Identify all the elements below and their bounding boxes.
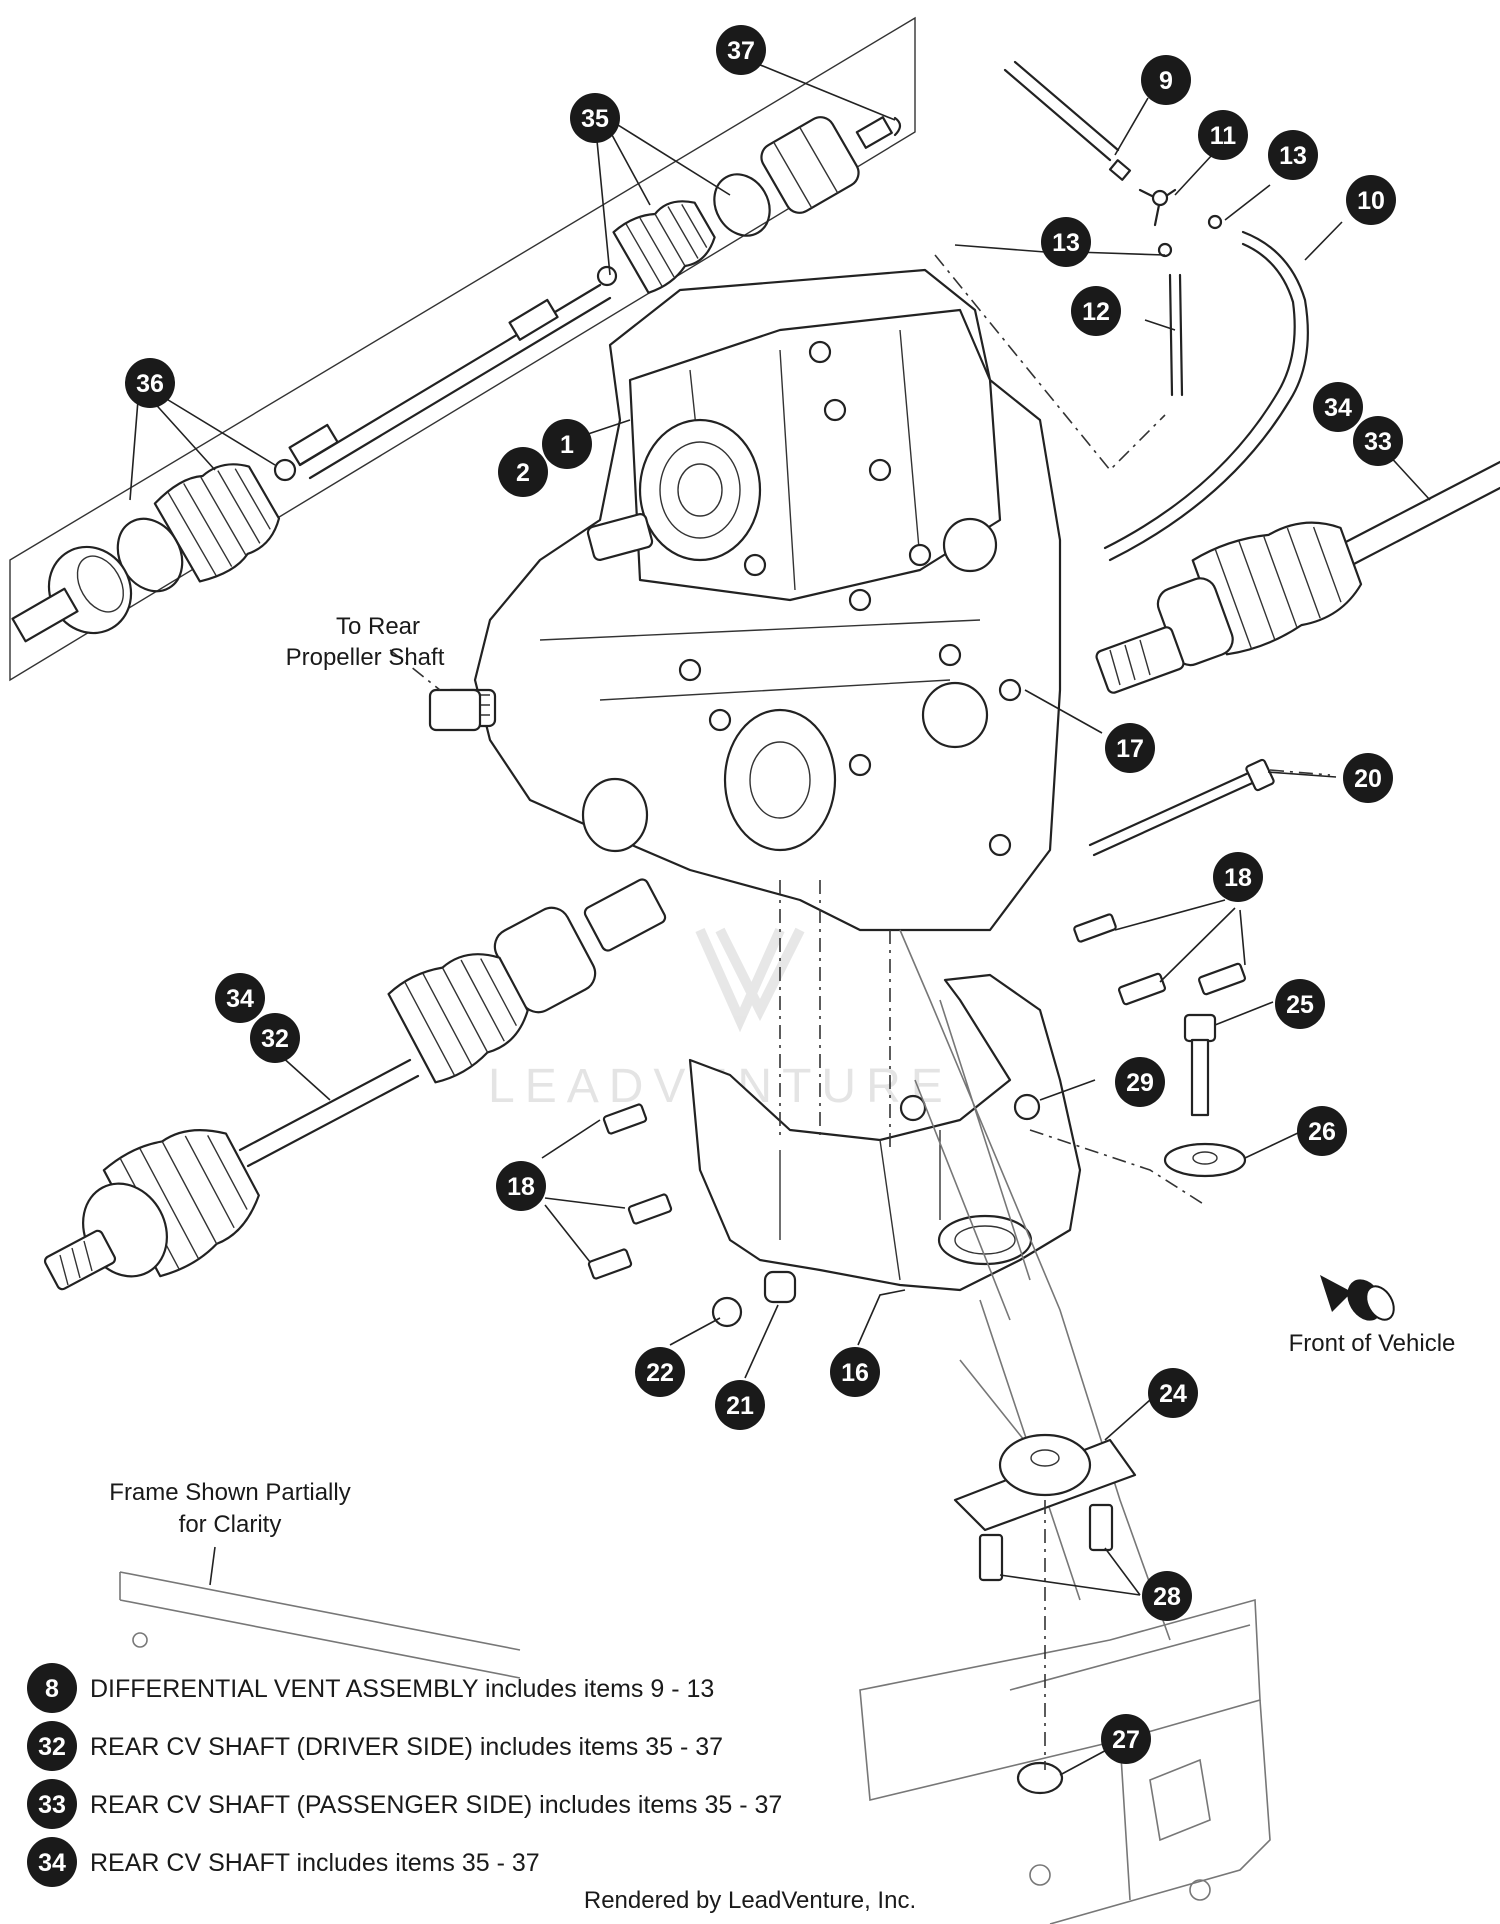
callout-13-left: 13 — [1041, 217, 1091, 267]
leader-lines — [129, 61, 1431, 1776]
callout-21: 21 — [715, 1380, 765, 1430]
svg-text:26: 26 — [1308, 1118, 1336, 1146]
legend-text: DIFFERENTIAL VENT ASSEMBLY includes item… — [90, 1675, 714, 1703]
callout-26: 26 — [1297, 1106, 1347, 1156]
legend-number: 32 — [38, 1733, 66, 1761]
svg-text:20: 20 — [1354, 765, 1382, 793]
legend-item: 33 REAR CV SHAFT (PASSENGER SIDE) includ… — [27, 1779, 782, 1829]
callout-32: 32 — [250, 1013, 300, 1063]
legend-number: 34 — [38, 1849, 66, 1877]
svg-text:17: 17 — [1116, 735, 1144, 763]
long-bolt — [1088, 758, 1275, 857]
svg-text:1: 1 — [560, 431, 574, 459]
callout-25: 25 — [1275, 979, 1325, 1029]
callout-12: 12 — [1071, 286, 1121, 336]
callout-16: 16 — [830, 1347, 880, 1397]
legend-text: REAR CV SHAFT (PASSENGER SIDE) includes … — [90, 1791, 782, 1819]
svg-text:18: 18 — [1224, 864, 1252, 892]
svg-text:11: 11 — [1210, 122, 1237, 150]
callout-18-left: 18 — [496, 1161, 546, 1211]
legend-item: 34 REAR CV SHAFT includes items 35 - 37 — [27, 1837, 540, 1887]
rendered-by-credit: Rendered by LeadVenture, Inc. — [584, 1887, 916, 1914]
legend-item: 8 DIFFERENTIAL VENT ASSEMBLY includes it… — [27, 1663, 714, 1713]
callout-34-right: 34 — [1313, 382, 1363, 432]
mount-bracket — [688, 880, 1206, 1292]
svg-text:2: 2 — [516, 459, 530, 487]
svg-text:13: 13 — [1279, 142, 1307, 170]
legend-number: 33 — [38, 1791, 66, 1819]
svg-text:34: 34 — [226, 985, 254, 1013]
callout-20: 20 — [1343, 753, 1393, 803]
svg-text:21: 21 — [726, 1392, 754, 1420]
callout-34-left: 34 — [215, 973, 265, 1023]
front-of-vehicle-arrow-icon — [1320, 1275, 1395, 1321]
callout-33: 33 — [1353, 416, 1403, 466]
nut-22 — [711, 1296, 743, 1328]
bolt-25-washer-26 — [1163, 1013, 1247, 1178]
callout-28: 28 — [1142, 1571, 1192, 1621]
callout-10: 10 — [1346, 175, 1396, 225]
svg-text:28: 28 — [1153, 1583, 1181, 1611]
svg-text:32: 32 — [261, 1025, 289, 1053]
transaxle-housing — [443, 268, 1062, 932]
legend-item: 32 REAR CV SHAFT (DRIVER SIDE) includes … — [27, 1721, 723, 1771]
to-rear-label-line2: Propeller Shaft — [286, 644, 445, 671]
to-rear-label-line1: To Rear — [336, 613, 420, 640]
svg-text:24: 24 — [1159, 1380, 1187, 1408]
svg-text:29: 29 — [1126, 1069, 1154, 1097]
frame-note-line1: Frame Shown Partially — [109, 1479, 350, 1506]
svg-text:36: 36 — [136, 370, 164, 398]
frame-note-line2: for Clarity — [179, 1511, 282, 1538]
bolts-18 — [587, 913, 1247, 1280]
callout-37: 37 — [716, 25, 766, 75]
callout-35: 35 — [570, 93, 620, 143]
legend-text: REAR CV SHAFT (DRIVER SIDE) includes ite… — [90, 1733, 723, 1761]
rear-cv-shaft-driver — [43, 878, 667, 1291]
svg-text:27: 27 — [1112, 1726, 1140, 1754]
svg-text:22: 22 — [646, 1359, 674, 1387]
mount-pad-24 — [953, 1433, 1137, 1795]
callout-13-right: 13 — [1268, 130, 1318, 180]
svg-text:37: 37 — [727, 37, 755, 65]
callout-18-right: 18 — [1213, 852, 1263, 902]
legend: 8 DIFFERENTIAL VENT ASSEMBLY includes it… — [27, 1663, 782, 1887]
callout-2: 2 — [498, 447, 548, 497]
legend-number: 8 — [45, 1675, 59, 1703]
rear-cv-shaft-passenger — [1095, 460, 1500, 694]
svg-text:12: 12 — [1082, 298, 1110, 326]
svg-text:33: 33 — [1364, 428, 1392, 456]
propeller-spline — [428, 688, 482, 732]
svg-text:34: 34 — [1324, 394, 1352, 422]
front-of-vehicle-label: Front of Vehicle — [1289, 1330, 1456, 1357]
svg-text:9: 9 — [1159, 67, 1173, 95]
cv-shaft-exploded-panel — [9, 16, 916, 682]
callout-29: 29 — [1115, 1057, 1165, 1107]
svg-text:25: 25 — [1286, 991, 1314, 1019]
legend-text: REAR CV SHAFT includes items 35 - 37 — [90, 1849, 540, 1877]
callout-17: 17 — [1105, 723, 1155, 773]
svg-text:13: 13 — [1052, 229, 1080, 257]
callout-22: 22 — [635, 1347, 685, 1397]
svg-text:18: 18 — [507, 1173, 535, 1201]
callout-27: 27 — [1101, 1714, 1151, 1764]
svg-text:10: 10 — [1357, 187, 1385, 215]
svg-text:35: 35 — [581, 105, 609, 133]
callout-36: 36 — [125, 358, 175, 408]
callout-24: 24 — [1148, 1368, 1198, 1418]
callout-11: 11 — [1198, 110, 1248, 160]
svg-text:16: 16 — [841, 1359, 869, 1387]
spacer-21 — [763, 1270, 797, 1304]
callout-1: 1 — [542, 419, 592, 469]
callout-9: 9 — [1141, 55, 1191, 105]
differential-vent-assembly — [934, 60, 1309, 562]
